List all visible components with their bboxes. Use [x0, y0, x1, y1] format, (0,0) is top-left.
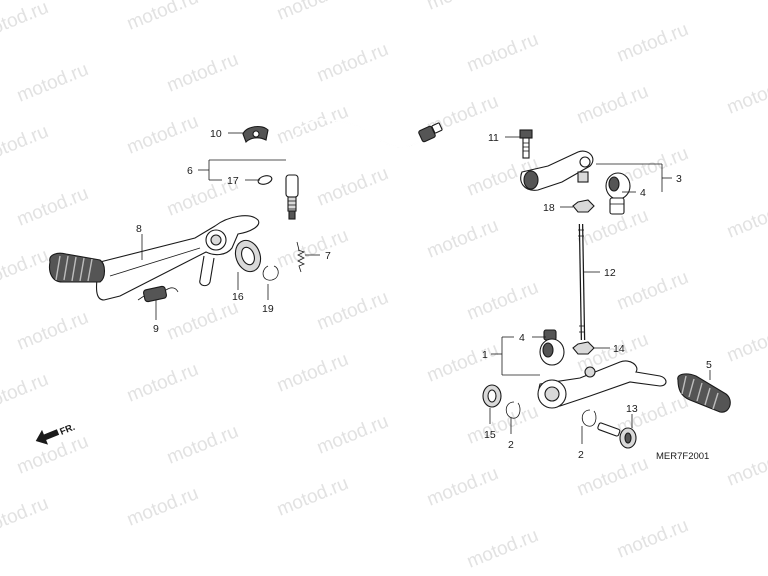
watermark-text: motod.ru [614, 19, 691, 67]
washer [234, 239, 262, 273]
watermark-text: motod.ru [614, 515, 691, 563]
watermark-text: motod.ru [274, 225, 351, 273]
watermark-text: motod.ru [14, 307, 91, 355]
gearshift-arm [520, 150, 594, 191]
callout-10: 10 [210, 128, 222, 140]
watermark-text: motod.ru [314, 39, 391, 87]
shift-washer [482, 384, 502, 408]
callout-4-lower: 4 [519, 332, 525, 344]
callout-14: 14 [613, 343, 625, 355]
brake-pedal [48, 215, 260, 301]
watermark-text: motod.ru [164, 49, 241, 97]
watermark-text: motod.ru [274, 101, 351, 149]
front-direction-arrow: FR. [35, 422, 77, 445]
gearshift-pedal [537, 360, 731, 413]
watermark-text: motod.ru [724, 319, 768, 367]
watermark-text: motod.ru [424, 0, 501, 15]
watermark-text: motod.ru [314, 411, 391, 459]
watermark-text: motod.ru [14, 59, 91, 107]
watermark-text: motod.ru [724, 195, 768, 243]
switch-spring [296, 241, 306, 273]
watermark-text: motod.ru [314, 163, 391, 211]
callout-13: 13 [626, 403, 638, 415]
watermark-text: motod.ru [274, 473, 351, 521]
watermark-text: motod.ru [124, 0, 201, 35]
watermark-text: motod.ru [0, 493, 51, 541]
tie-rod-joint-lower [539, 329, 565, 366]
callout-4-upper: 4 [640, 187, 646, 199]
watermark-text: motod.ru [14, 431, 91, 479]
watermark-text: motod.ru [0, 121, 51, 169]
watermark-text: motod.ru [424, 463, 501, 511]
watermark-text: motod.ru [424, 339, 501, 387]
watermark-text: motod.ru [14, 183, 91, 231]
lock-nut-upper [572, 199, 595, 213]
small-clip [257, 175, 273, 185]
callout-16: 16 [232, 291, 244, 303]
gearshift-assembly [482, 129, 731, 449]
watermark-text: motod.ru [464, 277, 541, 325]
circlip [262, 265, 279, 281]
callout-18: 18 [543, 202, 555, 214]
watermark-text: motod.ru [464, 29, 541, 77]
callout-6: 6 [187, 165, 193, 177]
watermark-text: motod.ru [124, 359, 201, 407]
callout-numbers: 10 6 17 8 7 16 19 9 11 3 4 18 12 4 1 14 … [136, 128, 712, 461]
diagram-code: MER7F2001 [656, 451, 709, 462]
watermark-text: motod.ru [574, 81, 651, 129]
watermark-text: motod.ru [164, 421, 241, 469]
callout-2-left: 2 [508, 439, 514, 451]
pivot-bolt [597, 422, 637, 449]
front-arrow-label: FR. [58, 422, 76, 438]
watermark-text: motod.ru [0, 369, 51, 417]
watermark-text: motod.ru [124, 483, 201, 531]
bolt [519, 129, 533, 159]
watermark-text: motod.ru [464, 525, 541, 573]
callout-2-right: 2 [578, 449, 584, 461]
callout-5: 5 [706, 359, 712, 371]
cable-clip [242, 125, 269, 143]
callout-19: 19 [262, 303, 274, 315]
shift-circlip-left [505, 401, 521, 419]
watermark-text: motod.ru [274, 0, 351, 25]
tie-rod [578, 223, 586, 341]
callout-1: 1 [482, 349, 488, 361]
watermark-text: motod.ru [464, 401, 541, 449]
lock-nut-lower [572, 341, 595, 355]
callout-3: 3 [676, 173, 682, 185]
tie-rod-joint-upper [605, 172, 631, 215]
leader-lines [141, 132, 711, 444]
brake-switch-cable [285, 118, 443, 220]
callout-12: 12 [604, 267, 616, 279]
return-spring [137, 285, 179, 303]
callout-11: 11 [488, 132, 499, 144]
callout-9: 9 [153, 323, 159, 335]
watermark-text: motod.ru [574, 453, 651, 501]
watermark-text: motod.ru [0, 245, 51, 293]
watermark-text: motod.ru [614, 267, 691, 315]
brake-pedal-assembly [48, 118, 443, 303]
watermark-text: motod.ru [724, 71, 768, 119]
watermark-text: motod.ru [164, 297, 241, 345]
shift-circlip-right [581, 409, 597, 427]
callout-7: 7 [325, 250, 331, 262]
watermark-text: motod.ru [0, 0, 51, 45]
watermark-text: motod.ru [274, 349, 351, 397]
callout-15: 15 [484, 429, 496, 441]
watermark-text: motod.ru [724, 443, 768, 491]
watermark-text: motod.ru [314, 287, 391, 335]
callout-17: 17 [227, 175, 239, 187]
watermark-text: motod.ru [424, 215, 501, 263]
callout-8: 8 [136, 223, 142, 235]
watermark-text: motod.ru [124, 111, 201, 159]
